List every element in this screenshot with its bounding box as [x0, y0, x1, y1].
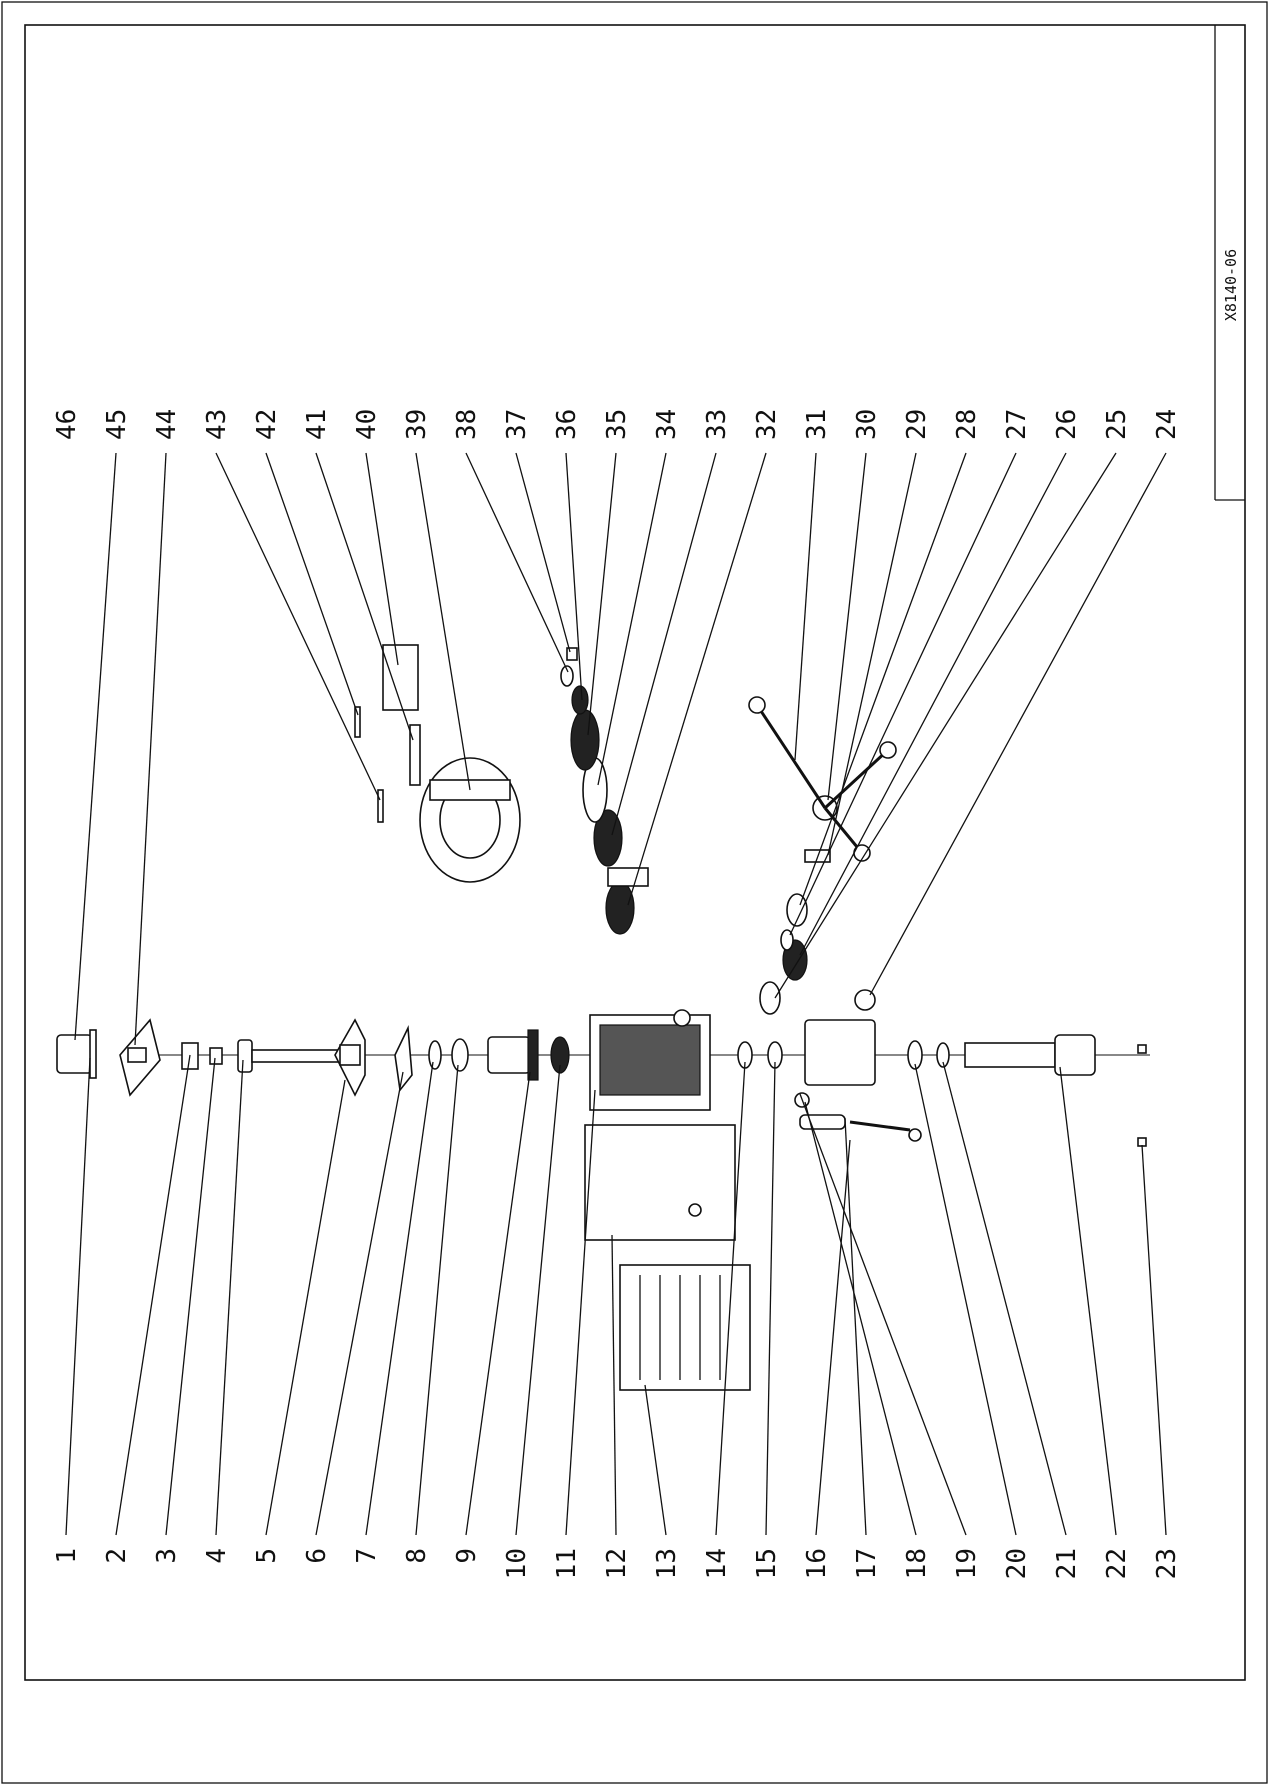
part-label-24: 24: [1152, 409, 1182, 440]
part-32-shaft: [607, 867, 649, 887]
part-35-housing: [570, 709, 600, 771]
part-6-gasket: [394, 1025, 413, 1092]
part-label-1: 1: [52, 1548, 82, 1564]
part-label-5: 5: [252, 1548, 282, 1564]
part-16-lever: [799, 1114, 922, 1142]
part-label-29: 29: [902, 409, 932, 440]
part-label-22: 22: [1102, 1548, 1132, 1579]
part-label-12: 12: [602, 1548, 632, 1579]
part-label-3: 3: [152, 1548, 182, 1564]
part-label-17: 17: [852, 1548, 882, 1579]
part-label-2: 2: [102, 1548, 132, 1564]
part-label-41: 41: [302, 409, 332, 440]
part-label-30: 30: [852, 409, 882, 440]
part-4-spindle: [237, 1039, 343, 1073]
part-label-25: 25: [1102, 409, 1132, 440]
part-label-43: 43: [202, 409, 232, 440]
part-label-4: 4: [202, 1548, 232, 1564]
drawing-frame: [24, 24, 1246, 1681]
part-label-21: 21: [1052, 1548, 1082, 1579]
part-9-sleeve: [487, 1029, 539, 1081]
part-label-18: 18: [902, 1548, 932, 1579]
part-label-28: 28: [952, 409, 982, 440]
part-5-flange: [334, 1018, 366, 1097]
part-32-gear: [605, 881, 635, 935]
part-label-33: 33: [702, 409, 732, 440]
part-label-14: 14: [702, 1548, 732, 1579]
part-label-40: 40: [352, 409, 382, 440]
part-45-plate: [119, 1018, 161, 1097]
part-label-7: 7: [352, 1548, 382, 1564]
part-38-washer: [560, 665, 574, 687]
drawing-number: X8140-06: [1222, 249, 1240, 321]
part-label-19: 19: [952, 1548, 982, 1579]
part-24-knob: [854, 989, 876, 1011]
part-28-wheel: [786, 893, 808, 927]
part-label-10: 10: [502, 1548, 532, 1579]
part-11-housing: [589, 1009, 711, 1111]
leader-lines: [65, 452, 1167, 1536]
part-37-nut: [566, 647, 578, 661]
part-label-27: 27: [1002, 409, 1032, 440]
part-label-31: 31: [802, 409, 832, 440]
part-46-cap: [56, 1029, 97, 1079]
part-10-gear: [550, 1036, 570, 1074]
part-label-36: 36: [552, 409, 582, 440]
part-label-11: 11: [552, 1548, 582, 1579]
part-23-key: [1137, 1044, 1147, 1054]
part-label-39: 39: [402, 409, 432, 440]
part-label-13: 13: [652, 1548, 682, 1579]
part-43-pin: [354, 706, 361, 738]
part-44-screw: [377, 789, 384, 823]
part-36-bearing: [571, 685, 589, 715]
part-22-spindle: [964, 1034, 1096, 1076]
part-31-handles: [748, 696, 897, 862]
part-23-key-b: [1137, 1137, 1147, 1147]
part-40-bracket: [419, 757, 521, 883]
part-label-38: 38: [452, 409, 482, 440]
part-3-washer: [209, 1047, 223, 1065]
part-label-42: 42: [252, 409, 282, 440]
part-label-44: 44: [152, 409, 182, 440]
part-42-pin: [409, 724, 421, 786]
part-25-disc: [759, 981, 781, 1015]
part-label-26: 26: [1052, 409, 1082, 440]
part-label-8: 8: [402, 1548, 432, 1564]
part-8-ring: [451, 1038, 469, 1072]
part-label-32: 32: [752, 409, 782, 440]
part-label-9: 9: [452, 1548, 482, 1564]
part-label-34: 34: [652, 409, 682, 440]
part-19-quill: [804, 1019, 876, 1086]
part-13-finned-plate: [619, 1264, 751, 1391]
part-label-23: 23: [1152, 1548, 1182, 1579]
part-label-45: 45: [102, 409, 132, 440]
part-label-46: 46: [52, 409, 82, 440]
part-7-ring: [428, 1040, 442, 1070]
part-41-block: [382, 644, 419, 711]
part-label-37: 37: [502, 409, 532, 440]
part-label-20: 20: [1002, 1548, 1032, 1579]
part-21-ring: [936, 1042, 950, 1068]
part-label-15: 15: [752, 1548, 782, 1579]
part-label-6: 6: [302, 1548, 332, 1564]
part-12-cover: [584, 1124, 736, 1241]
part-label-16: 16: [802, 1548, 832, 1579]
part-label-35: 35: [602, 409, 632, 440]
part-20-ring: [907, 1040, 923, 1070]
